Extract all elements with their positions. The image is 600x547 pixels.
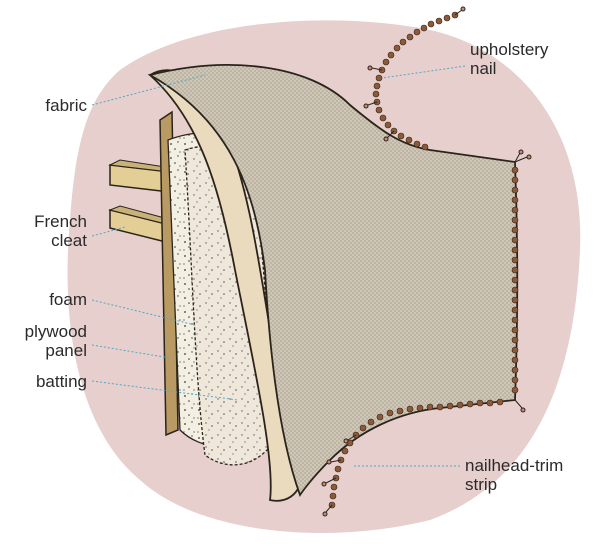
leader-lines: [91, 65, 466, 467]
label-nailhead-trim-strip: nailhead-trim strip: [465, 456, 564, 494]
leader-french-cleat: [91, 226, 126, 237]
label-upholstery-nail: upholstery nail: [470, 40, 549, 78]
label-fabric: fabric: [45, 96, 87, 115]
upholstery-nail-graphic: [321, 6, 532, 517]
leader-batting: [91, 380, 239, 401]
leader-fabric: [91, 74, 206, 106]
label-foam: foam: [49, 290, 87, 309]
french-cleat-graphic: [108, 159, 173, 244]
nailhead-trim-strip-graphic: [328, 166, 519, 509]
label-french-cleat: French cleat: [34, 212, 87, 250]
leader-upholstery-nail: [381, 65, 466, 79]
leader-plywood-panel: [91, 344, 171, 359]
label-plywood-panel: plywood panel: [24, 322, 87, 360]
leader-foam: [91, 299, 196, 326]
fabric-graphic: [147, 64, 519, 497]
label-batting: batting: [35, 372, 87, 391]
